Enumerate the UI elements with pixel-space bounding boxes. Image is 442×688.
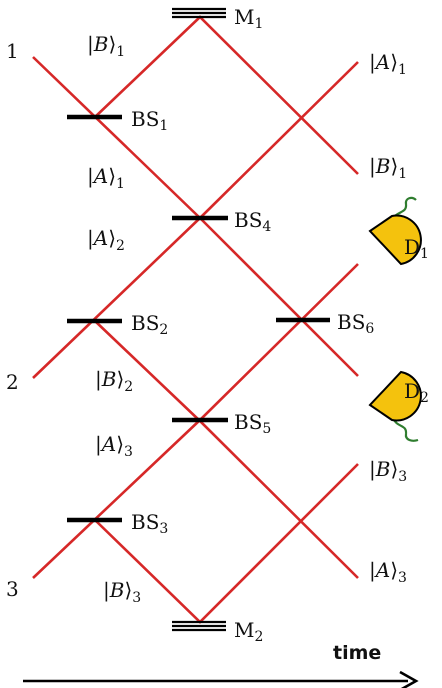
- mirror-m1: [172, 7, 226, 19]
- bs-label-3: BS3: [131, 510, 168, 537]
- bs-label-1: BS1: [131, 107, 168, 134]
- detector-label-d2: D2: [404, 379, 429, 406]
- state-ket-b2: |B⟩2: [95, 367, 133, 395]
- input-label-2: 2: [6, 370, 19, 394]
- bs-label-5: BS5: [234, 410, 271, 437]
- input-label-1: 1: [6, 39, 19, 63]
- mirror-m2: [172, 620, 226, 632]
- beam-bs1-m1: [94, 15, 359, 175]
- time-label: time: [333, 642, 381, 664]
- detector-label-d1: D1: [404, 235, 429, 262]
- bs-label-4: BS4: [234, 208, 271, 235]
- detector-d2-icon: [368, 370, 422, 442]
- state-ket-a3: |A⟩3: [95, 432, 133, 460]
- mirror-label-m2: M2: [234, 618, 263, 645]
- bs-label-6: BS6: [337, 310, 374, 337]
- output-ket-a3: |A⟩3: [369, 558, 407, 586]
- output-ket-a1: |A⟩1: [369, 50, 407, 78]
- beam-bs2-bs5: [94, 320, 359, 579]
- detector-d1-icon: [368, 196, 422, 266]
- beam-splitters: [67, 114, 330, 523]
- state-ket-a2: |A⟩2: [87, 226, 125, 254]
- mirror-label-m1: M1: [234, 5, 263, 32]
- time-arrow: [23, 670, 419, 688]
- bs-label-2: BS2: [131, 311, 168, 338]
- state-ket-a1: |A⟩1: [87, 164, 125, 192]
- input-label-3: 3: [6, 577, 19, 601]
- state-ket-b3: |B⟩3: [103, 578, 141, 606]
- output-ket-b1: |B⟩1: [369, 154, 407, 182]
- output-ket-b3: |B⟩3: [369, 457, 407, 485]
- state-ket-b1: |B⟩1: [87, 32, 125, 60]
